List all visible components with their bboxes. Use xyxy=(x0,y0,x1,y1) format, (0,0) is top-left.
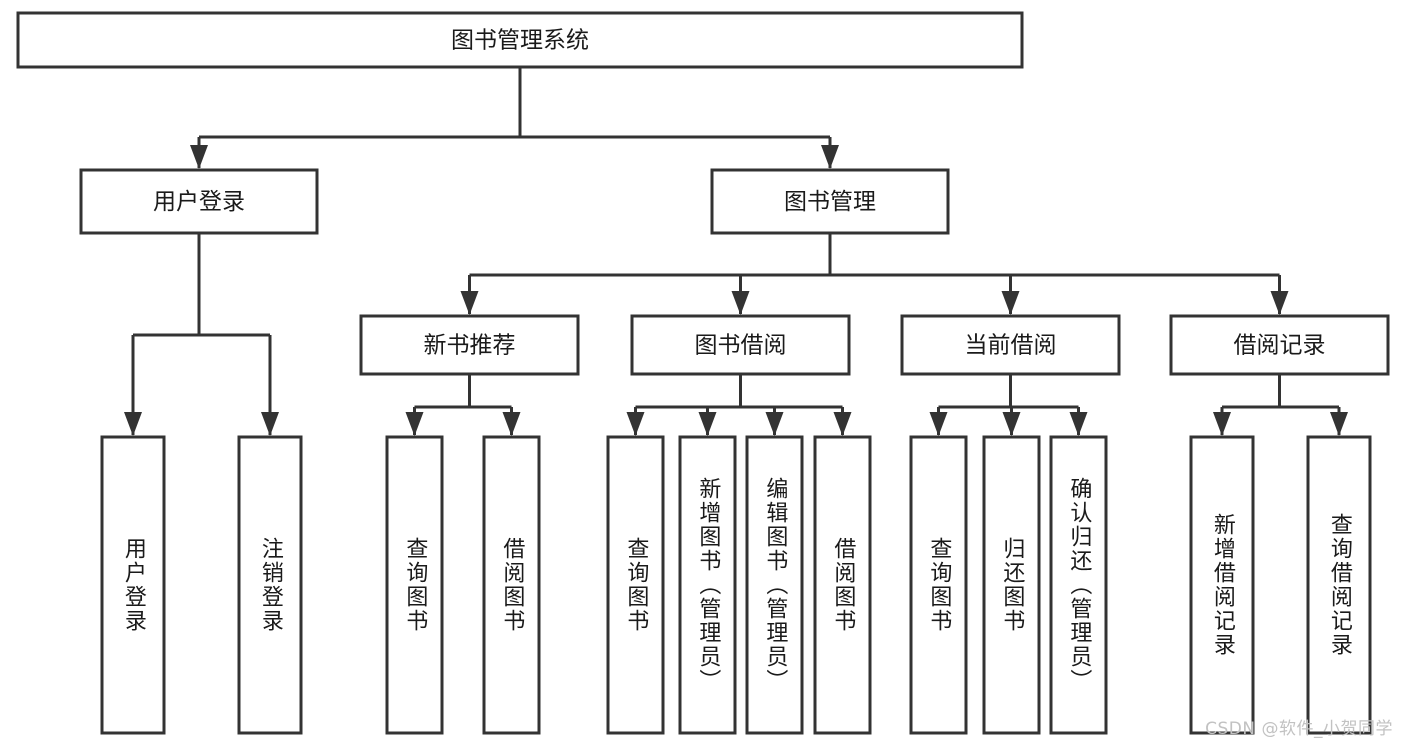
leaf-box[interactable] xyxy=(909,435,968,735)
arrow-head-icon xyxy=(929,412,948,436)
arrow-head-icon xyxy=(821,145,839,169)
level2-box[interactable] xyxy=(79,168,319,235)
level3-label: 当前借阅 xyxy=(965,333,1057,359)
leaf-box[interactable] xyxy=(237,435,303,735)
level2-box[interactable] xyxy=(710,168,950,235)
leaf-box[interactable] xyxy=(1049,435,1108,735)
level3-label: 借阅记录 xyxy=(1234,333,1326,359)
arrow-head-icon xyxy=(1069,412,1088,436)
level3-box[interactable] xyxy=(630,314,851,376)
arrow-head-icon xyxy=(261,412,279,436)
level2-label: 图书管理 xyxy=(784,189,876,215)
level3-box[interactable] xyxy=(359,314,580,376)
arrow-head-icon xyxy=(1270,291,1289,315)
leaf-box[interactable] xyxy=(745,435,804,735)
watermark-text: CSDN @软件_小贺同学 xyxy=(1205,719,1393,739)
level3-box[interactable] xyxy=(900,314,1121,376)
leaf-box[interactable] xyxy=(606,435,665,735)
arrow-head-icon xyxy=(731,291,750,315)
leaf-box[interactable] xyxy=(100,435,166,735)
level2-label: 用户登录 xyxy=(153,189,245,215)
root-label: 图书管理系统 xyxy=(451,28,589,54)
arrow-head-icon xyxy=(765,412,784,436)
arrow-head-icon xyxy=(190,145,208,169)
arrow-head-icon xyxy=(1001,291,1020,315)
leaf-box[interactable] xyxy=(982,435,1041,735)
root-box[interactable] xyxy=(16,11,1024,69)
arrow-head-icon xyxy=(833,412,852,436)
level3-box[interactable] xyxy=(1169,314,1390,376)
arrow-head-icon xyxy=(502,412,521,436)
arrow-head-icon xyxy=(1213,412,1231,436)
level3-label: 新书推荐 xyxy=(424,333,516,359)
arrow-head-icon xyxy=(698,412,717,436)
arrow-head-icon xyxy=(1002,412,1021,436)
leaf-box[interactable] xyxy=(1306,435,1372,735)
leaf-box[interactable] xyxy=(482,435,541,735)
arrow-head-icon xyxy=(405,412,424,436)
leaf-box[interactable] xyxy=(813,435,872,735)
connectors-layer xyxy=(124,67,1348,436)
leaf-box[interactable] xyxy=(385,435,444,735)
leaf-box[interactable] xyxy=(1189,435,1255,735)
arrow-head-icon xyxy=(460,291,479,315)
boxes-layer xyxy=(16,11,1390,735)
arrow-head-icon xyxy=(1330,412,1348,436)
level3-label: 图书借阅 xyxy=(695,333,787,359)
arrow-head-icon xyxy=(626,412,645,436)
arrow-head-icon xyxy=(124,412,142,436)
leaf-box[interactable] xyxy=(678,435,737,735)
